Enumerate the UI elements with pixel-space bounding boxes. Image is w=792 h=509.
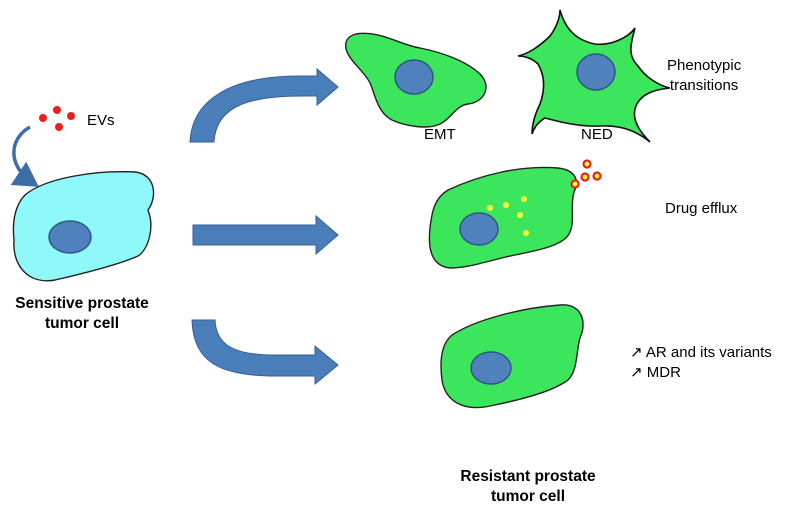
ned-cell (517, 9, 671, 143)
nucleus (48, 220, 92, 254)
ned-label: NED (581, 126, 613, 143)
arrow-to-drug-efflux (192, 214, 339, 256)
sensitive-tumor-cell (12, 171, 155, 282)
emt-cell (344, 32, 487, 128)
emt-label: EMT (424, 126, 456, 143)
ev-uptake-arrow (10, 125, 39, 187)
sensitive-label-line2: tumor cell (44, 315, 120, 332)
drug-efflux-label: Drug efflux (665, 200, 738, 217)
evs-label: EVs (87, 112, 115, 129)
nucleus (576, 53, 616, 91)
resistant-cell-label: Resistant prostate tumor cell (428, 467, 628, 507)
mdr-line: ↗ MDR (630, 364, 681, 381)
drug-dots (487, 196, 529, 236)
resistant-label-line2: tumor cell (490, 488, 566, 505)
arrow-to-ar-mdr (191, 319, 339, 386)
nucleus (459, 212, 499, 246)
nucleus (394, 59, 434, 95)
nucleus (470, 351, 512, 385)
sensitive-label-line1: Sensitive prostate (15, 295, 149, 312)
arrow-to-phenotypic-transitions (189, 67, 339, 143)
phenotypic-transitions-label: Phenotypic transitions (667, 56, 741, 96)
ar-line: ↗ AR and its variants (630, 344, 772, 361)
effluxed-drug-dots (570, 159, 602, 189)
ar-mdr-cell (440, 304, 584, 409)
sensitive-cell-label: Sensitive prostate tumor cell (2, 294, 162, 334)
drug-efflux-cell (428, 159, 602, 269)
resistant-label-line1: Resistant prostate (460, 468, 596, 485)
ev-dots (39, 106, 75, 131)
ar-mdr-label: ↗ AR and its variants ↗ MDR (630, 343, 772, 383)
phenotypic-line1: Phenotypic (667, 57, 742, 74)
phenotypic-line2: transitions (669, 77, 739, 94)
